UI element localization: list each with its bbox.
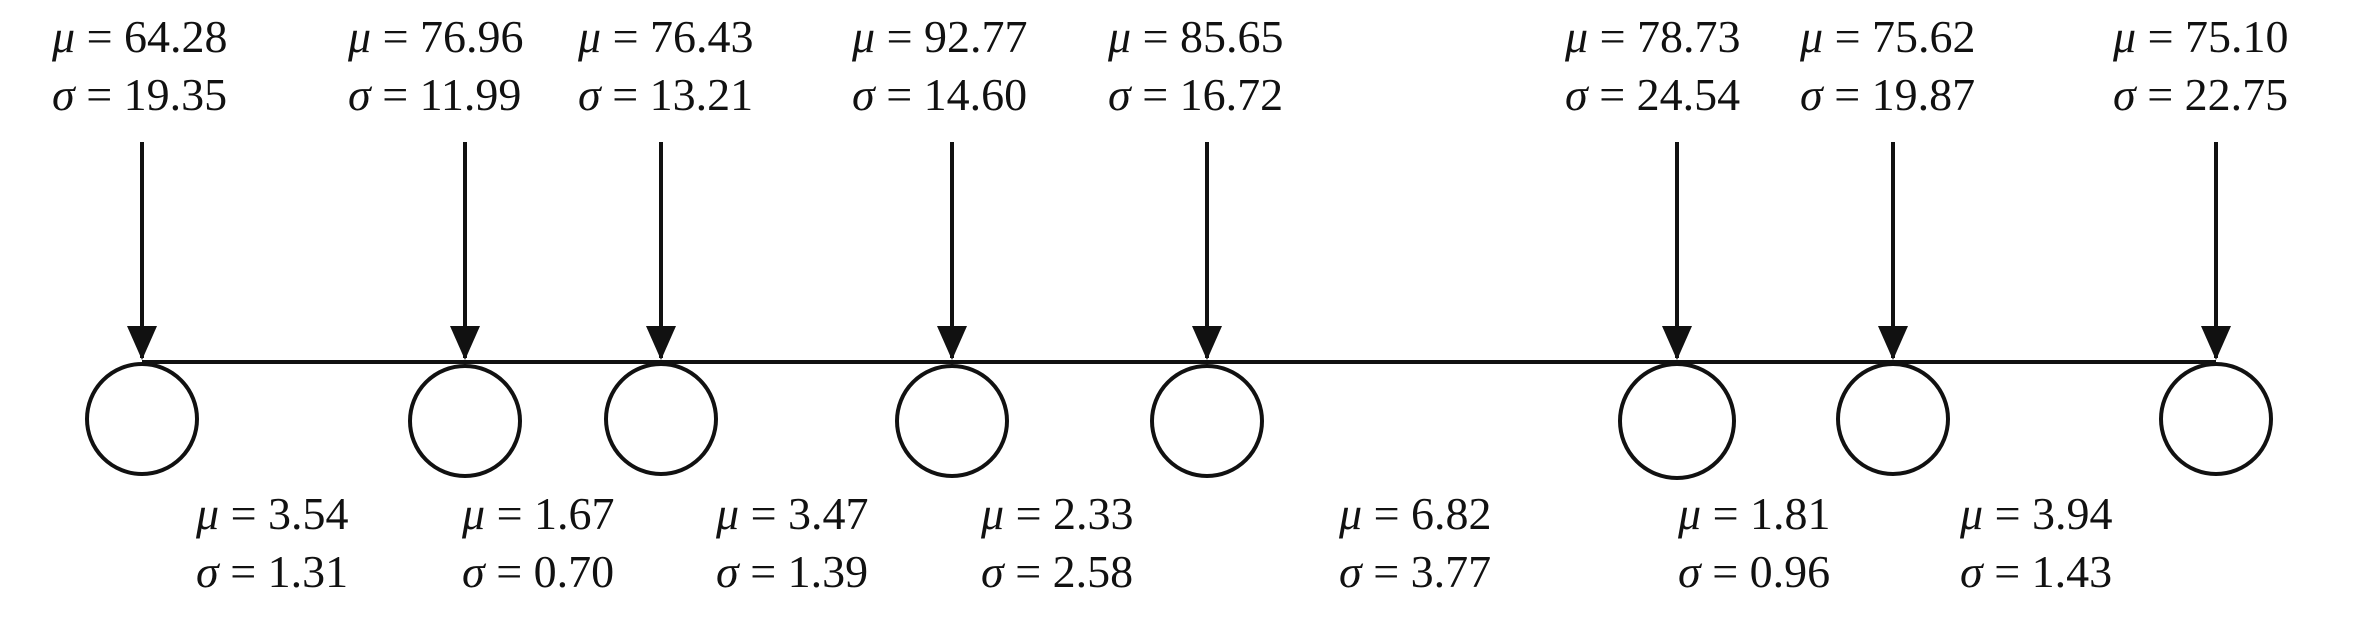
mu-value: 3.54 [268,488,349,539]
sigma-value: 24.54 [1636,69,1741,120]
bottom-label-4: μ = 2.33 σ = 2.58 [981,488,1134,597]
mu-value: 92.77 [924,11,1028,62]
mu-symbol: μ [981,488,1005,539]
sigma-symbol: σ [981,546,1004,597]
bottom-label-3: μ = 3.47 σ = 1.39 [716,488,869,597]
bottom-label-1: μ = 3.54 σ = 1.31 [196,488,349,597]
mu-value: 3.94 [2032,488,2113,539]
mu-value: 3.47 [788,488,869,539]
mu-value: 2.33 [1053,488,1134,539]
mu-symbol: μ [1339,488,1363,539]
node-2 [408,364,522,478]
sigma-symbol: σ [578,69,601,120]
sigma-symbol: σ [348,69,371,120]
node-4 [895,364,1009,478]
sigma-value: 3.77 [1410,546,1492,597]
top-label-6: μ = 78.73 σ = 24.54 [1565,11,1741,120]
sigma-value: 1.31 [267,546,349,597]
bottom-label-5: μ = 6.82 σ = 3.77 [1339,488,1492,597]
mu-symbol: μ [2113,11,2137,62]
arrowhead-8 [2201,326,2231,360]
sigma-value: 0.96 [1749,546,1831,597]
sigma-value: 13.21 [649,69,754,120]
mu-symbol: μ [716,488,740,539]
bottom-label-7: μ = 3.94 σ = 1.43 [1960,488,2113,597]
sigma-symbol: σ [852,69,875,120]
arrows [127,142,2231,360]
mu-symbol: μ [1800,11,1824,62]
mu-value: 85.65 [1180,11,1284,62]
mu-value: 76.96 [420,11,524,62]
sigma-value: 14.60 [923,69,1028,120]
node-1 [85,362,199,476]
sigma-symbol: σ [196,546,219,597]
sigma-symbol: σ [1565,69,1588,120]
mu-symbol: μ [852,11,876,62]
top-label-5: μ = 85.65 σ = 16.72 [1108,11,1284,120]
sigma-value: 19.35 [123,69,228,120]
mu-value: 64.28 [124,11,228,62]
sigma-symbol: σ [462,546,485,597]
node-6 [1618,362,1736,480]
mu-value: 1.67 [534,488,615,539]
sigma-symbol: σ [716,546,739,597]
node-8 [2159,362,2273,476]
node-3 [604,362,718,476]
sigma-value: 1.43 [2031,546,2113,597]
mu-value: 78.73 [1637,11,1741,62]
arrowhead-2 [450,326,480,360]
mu-value: 1.81 [1750,488,1831,539]
top-label-2: μ = 76.96 σ = 11.99 [348,11,524,120]
nodes [85,362,2273,480]
sigma-value: 2.58 [1052,546,1134,597]
sigma-value: 11.99 [419,69,522,120]
top-label-3: μ = 76.43 σ = 13.21 [578,11,754,120]
sigma-value: 19.87 [1871,69,1976,120]
node-5 [1150,364,1264,478]
arrowhead-6 [1662,326,1692,360]
sigma-symbol: σ [1108,69,1131,120]
mu-symbol: μ [1108,11,1132,62]
mu-value: 76.43 [650,11,754,62]
arrowhead-3 [646,326,676,360]
sigma-symbol: σ [1339,546,1362,597]
top-label-4: μ = 92.77 σ = 14.60 [852,11,1028,120]
mu-value: 6.82 [1411,488,1492,539]
sigma-symbol: σ [2113,69,2136,120]
arrowhead-5 [1192,326,1222,360]
bottom-label-6: μ = 1.81 σ = 0.96 [1678,488,1831,597]
mu-symbol: μ [1678,488,1702,539]
sigma-symbol: σ [52,69,75,120]
sigma-value: 16.72 [1179,69,1284,120]
top-label-1: μ = 64.28 σ = 19.35 [52,11,228,120]
sigma-value: 1.39 [787,546,869,597]
top-label-8: μ = 75.10 σ = 22.75 [2113,11,2289,120]
mu-symbol: μ [196,488,220,539]
sigma-symbol: σ [1960,546,1983,597]
bottom-label-2: μ = 1.67 σ = 0.70 [462,488,615,597]
arrowhead-1 [127,326,157,360]
sigma-symbol: σ [1800,69,1823,120]
mu-symbol: μ [578,11,602,62]
sigma-symbol: σ [1678,546,1701,597]
mu-symbol: μ [1960,488,1984,539]
mu-symbol: μ [348,11,372,62]
sigma-value: 0.70 [533,546,615,597]
top-label-7: μ = 75.62 σ = 19.87 [1800,11,1976,120]
node-7 [1836,362,1950,476]
mu-symbol: μ [1565,11,1589,62]
arrowhead-4 [937,326,967,360]
mu-value: 75.62 [1872,11,1976,62]
arrowhead-7 [1878,326,1908,360]
sigma-value: 22.75 [2184,69,2289,120]
mu-value: 75.10 [2185,11,2289,62]
mu-symbol: μ [52,11,76,62]
mu-symbol: μ [462,488,486,539]
